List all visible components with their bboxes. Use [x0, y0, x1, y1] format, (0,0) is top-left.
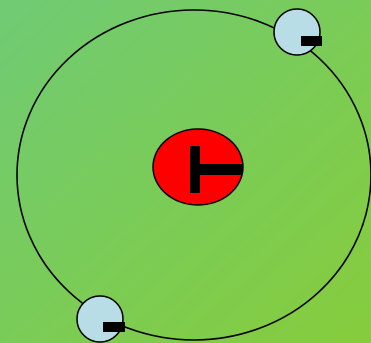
minus-icon — [103, 322, 125, 332]
nucleus — [153, 129, 243, 205]
electron-body — [274, 9, 320, 55]
minus-icon — [301, 36, 322, 46]
electron-body — [77, 296, 123, 342]
